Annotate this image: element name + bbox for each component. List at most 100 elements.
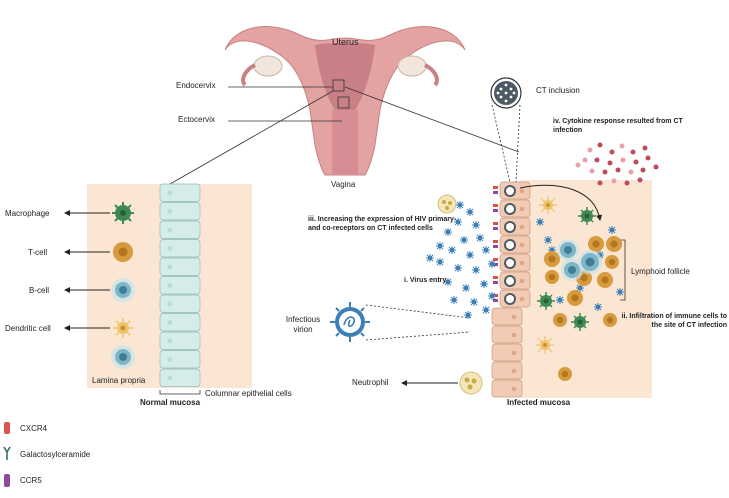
b-cell	[111, 278, 135, 302]
virus-particle	[594, 303, 602, 311]
inclusion-body	[504, 91, 508, 95]
virus-particle	[462, 284, 470, 292]
macrophage-cell	[578, 207, 596, 225]
virus-particle	[436, 242, 444, 250]
cytokine	[630, 149, 636, 155]
t-cell	[567, 290, 583, 306]
cytokine	[575, 162, 581, 168]
cytokine	[611, 178, 617, 184]
ccr5-receptor	[493, 245, 498, 248]
epithelial-cell	[159, 239, 201, 258]
inclusion-body	[499, 87, 503, 91]
t-cell	[545, 270, 559, 284]
t-cell	[558, 367, 572, 381]
cytokine	[607, 160, 613, 166]
virus-particle	[616, 288, 624, 296]
infected-epithelial-cell	[491, 307, 523, 326]
legend-ccr5-label: CCR5	[20, 476, 42, 485]
macrophage-cell	[112, 202, 134, 224]
epithelial-cell	[159, 331, 201, 350]
inclusion-body	[509, 95, 513, 99]
t-cell	[588, 236, 604, 252]
infected-epithelium	[491, 181, 531, 398]
macrophage-cell	[537, 292, 555, 310]
b-cell-lamina	[111, 345, 135, 369]
infected-mucosa-title: Infected mucosa	[507, 398, 571, 407]
b-cell	[561, 259, 583, 281]
cxcr4-receptor	[493, 240, 498, 243]
uterus-illustration	[224, 26, 466, 176]
cxcr4-receptor	[493, 222, 498, 225]
t-cell	[605, 255, 619, 269]
virus-entry-label: i. Virus entry	[404, 277, 447, 284]
inclusion-body	[496, 91, 500, 95]
hiv-expression-label: iii. Increasing the expression of HIV pr…	[308, 216, 457, 232]
virus-particle	[444, 228, 452, 236]
t-cell	[606, 236, 622, 252]
virus-particle	[456, 201, 464, 209]
ct-inclusion-label: CT inclusion	[536, 86, 580, 95]
cytokine	[597, 180, 603, 186]
lamina-propria-label: Lamina propria	[92, 376, 146, 385]
cytokine	[615, 167, 621, 173]
epithelial-cell	[159, 257, 201, 276]
cytokine	[637, 177, 643, 183]
inclusion-body	[512, 91, 516, 95]
virus-particle	[426, 254, 434, 262]
epithelial-cell	[159, 368, 201, 387]
infectious-virion	[330, 302, 370, 342]
neutrophil-label: Neutrophil	[352, 378, 389, 387]
infected-epithelial-cell	[491, 325, 523, 344]
epithelial-cell	[159, 220, 201, 239]
infiltration-label: ii. Infiltration of immune cells to the …	[621, 313, 727, 329]
virus-particle	[576, 284, 584, 292]
ccr5-receptor	[493, 191, 498, 194]
virus-particle	[556, 296, 564, 304]
infectious-virion-label: Infectious virion	[285, 315, 321, 334]
cxcr4-receptor	[493, 204, 498, 207]
cytokine	[589, 168, 595, 174]
cytokine	[645, 155, 651, 161]
infected-epithelial-cell	[491, 343, 523, 362]
uterus-label: Uterus	[332, 37, 359, 47]
virus-particle	[448, 246, 456, 254]
b-cell	[557, 239, 579, 261]
virus-particle	[460, 236, 468, 244]
dendritic-cell	[536, 336, 554, 354]
virus-particle	[464, 311, 472, 319]
virus-particle	[472, 221, 480, 229]
virus-particle	[454, 218, 462, 226]
virus-particle	[482, 246, 490, 254]
ccr5-receptor	[493, 227, 498, 230]
cytokine	[602, 169, 608, 175]
ectocervix-label: Ectocervix	[178, 115, 215, 124]
cytokine	[609, 149, 615, 155]
cxcr4-legend-icon	[4, 422, 10, 434]
inclusion-body	[504, 83, 508, 87]
virus-particle	[480, 280, 488, 288]
cytokine	[597, 142, 603, 148]
epithelial-cell	[159, 313, 201, 332]
virus-particle	[608, 226, 616, 234]
galactosylceramide-legend-icon	[3, 446, 11, 460]
dendritic-cell	[113, 318, 133, 338]
endocervix-label: Endocervix	[176, 81, 216, 90]
infected-epithelial-cell	[491, 379, 523, 398]
virus-particle	[470, 298, 478, 306]
b-cell-label: B-cell	[29, 286, 50, 295]
t-cell	[603, 313, 617, 327]
cytokine	[619, 143, 625, 149]
macrophage-label: Macrophage	[5, 209, 50, 218]
cytokine	[587, 147, 593, 153]
inclusion-body	[504, 99, 508, 103]
virus-particle	[536, 218, 544, 226]
inclusion-body	[509, 87, 513, 91]
t-cell-label: T-cell	[28, 248, 48, 257]
virus-particle	[466, 208, 474, 216]
inclusion-body	[499, 95, 503, 99]
virus-particle	[476, 234, 484, 242]
b-cell	[578, 250, 602, 274]
columnar-epithelium	[159, 183, 201, 387]
dendritic-cell	[539, 196, 557, 214]
